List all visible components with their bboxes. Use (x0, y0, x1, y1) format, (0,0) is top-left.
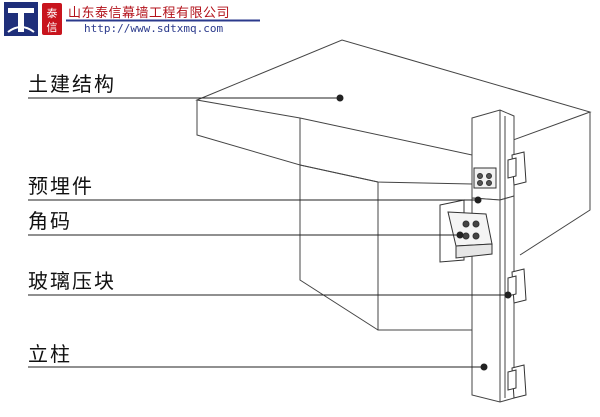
right-wall-face (519, 112, 591, 256)
leader-dot-glass-pressure-block (504, 291, 512, 299)
slab-top-face (195, 39, 592, 156)
seal-stamp-icon: 泰 信 (42, 3, 62, 35)
svg-text:信: 信 (47, 21, 58, 34)
label-civil-structure: 土建结构 (28, 72, 116, 96)
embedded-part (473, 167, 497, 189)
slab-side-face (299, 118, 379, 183)
column-back-face (299, 165, 379, 331)
svg-text:泰: 泰 (47, 6, 58, 20)
label-mullion: 立柱 (28, 342, 72, 366)
column-top-edge (299, 164, 473, 185)
header-rule (66, 19, 260, 22)
glass-pressure-blocks (507, 151, 527, 399)
slab-front-face (196, 100, 301, 166)
company-website-link[interactable]: http://www.sdtxmq.com (84, 22, 224, 35)
label-glass-pressure-block: 玻璃压块 (28, 269, 116, 293)
company-header: 泰 信 山东泰信幕墙工程有限公司 http://www.sdtxmq.com (0, 0, 260, 40)
company-name: 山东泰信幕墙工程有限公司 (68, 6, 231, 21)
leader-dot-mullion (480, 363, 488, 371)
label-embedded-part: 预埋件 (28, 174, 94, 198)
label-angle-bracket: 角码 (28, 209, 72, 233)
leader-dot-embedded-part (474, 196, 482, 204)
leader-dot-civil-structure (336, 94, 344, 102)
leader-dot-angle-bracket (456, 231, 464, 239)
company-logo-icon (4, 2, 38, 36)
